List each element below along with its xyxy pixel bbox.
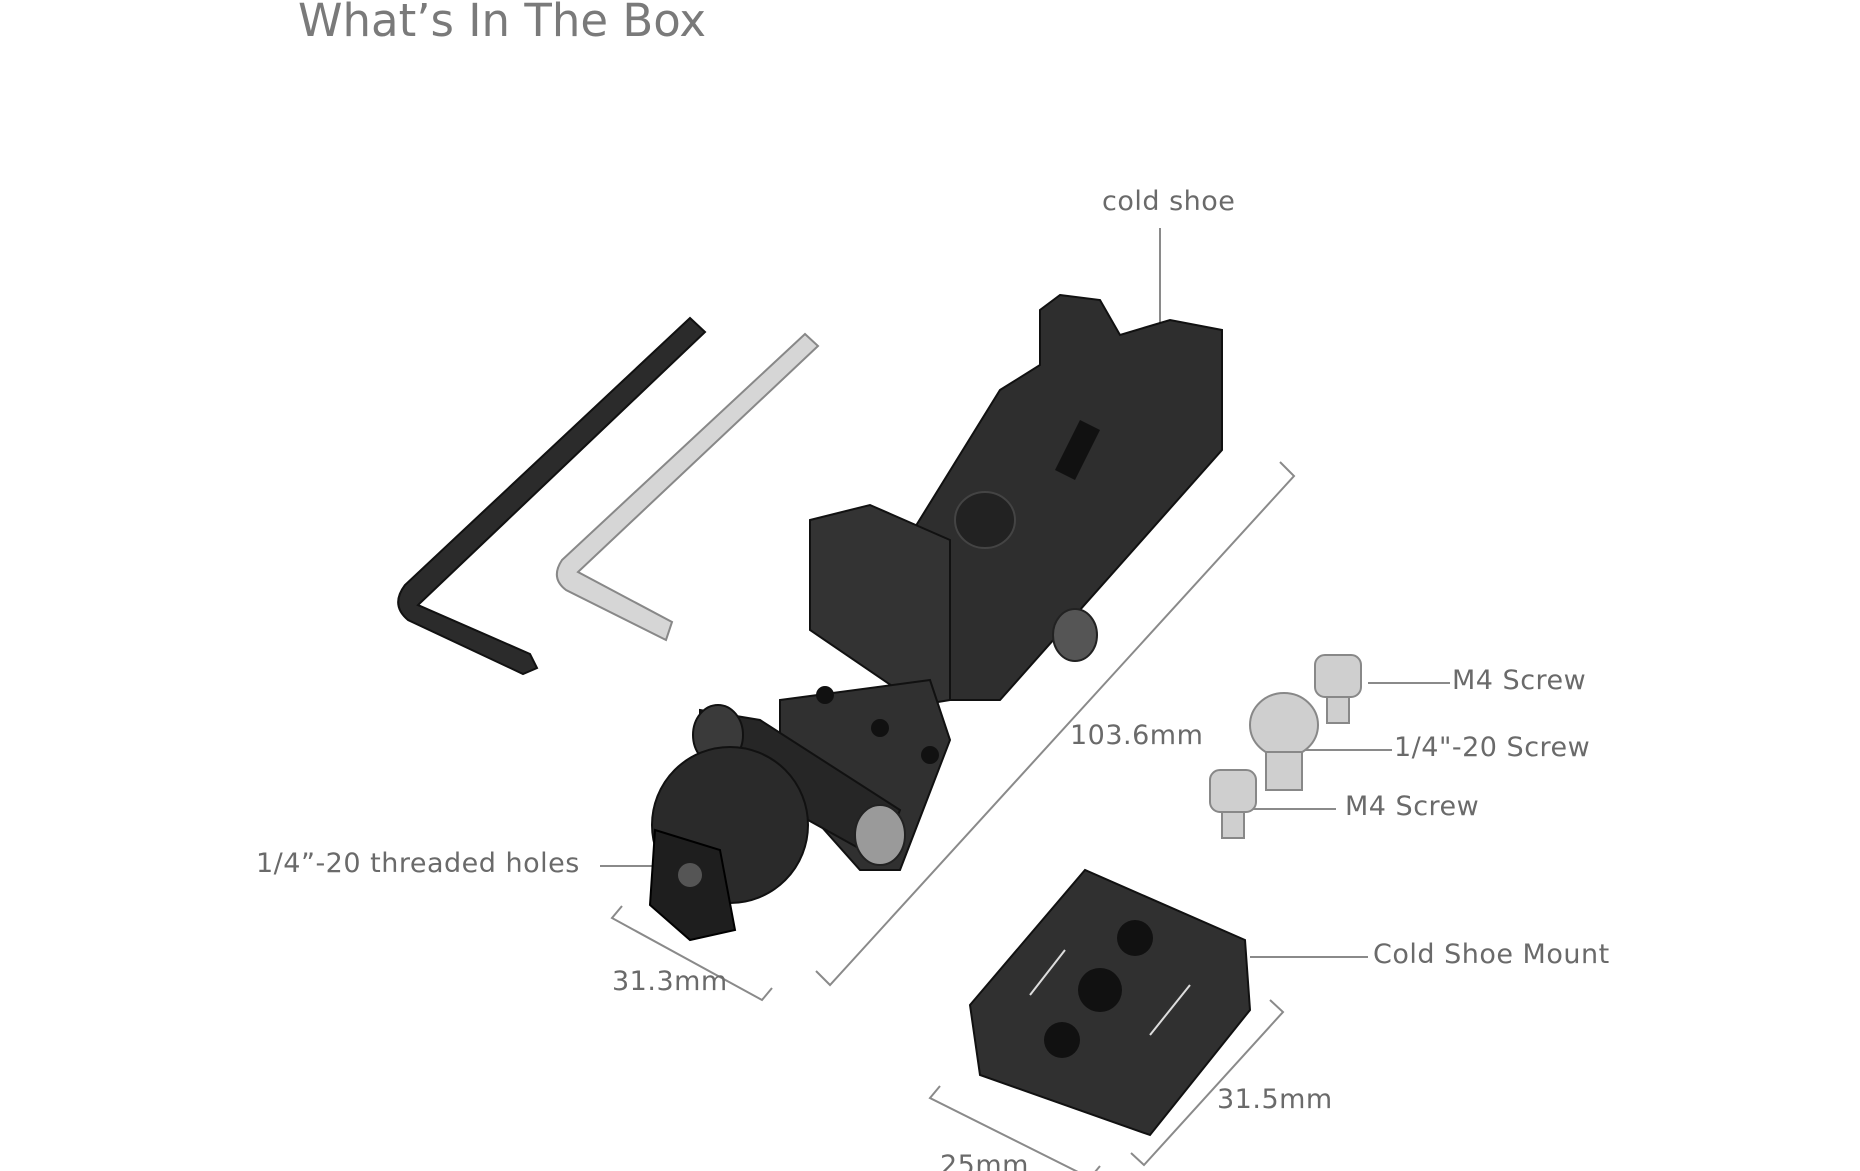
cold-shoe-label: cold shoe bbox=[1102, 186, 1236, 217]
leader-lines bbox=[600, 228, 1450, 1171]
mount-depth-dimension-line bbox=[1130, 999, 1285, 1167]
m4-screw-top bbox=[1314, 654, 1362, 724]
quarter-20-screw bbox=[1249, 692, 1319, 791]
silver-hex-key bbox=[555, 332, 820, 642]
m4-screw-bottom-label: M4 Screw bbox=[1345, 791, 1480, 822]
width-dimension-line bbox=[610, 905, 773, 1002]
mount-width-dimension-line bbox=[928, 1085, 1101, 1171]
mount-width-label: 25mm bbox=[940, 1150, 1029, 1171]
cold-shoe-mount-label: Cold Shoe Mount bbox=[1373, 939, 1610, 970]
threaded-holes-label: 1/4”-20 threaded holes bbox=[256, 848, 580, 879]
cold-shoe-mount bbox=[968, 868, 1252, 1137]
length-dimension-line bbox=[815, 461, 1296, 987]
main-bracket bbox=[648, 293, 1223, 942]
m4-screw-bottom bbox=[1209, 769, 1257, 839]
black-hex-key bbox=[397, 316, 707, 676]
length-dimension-label: 103.6mm bbox=[1070, 720, 1204, 751]
page-title: What’s In The Box bbox=[298, 0, 707, 47]
m4-screw-top-label: M4 Screw bbox=[1452, 665, 1587, 696]
quarter-20-screw-label: 1/4"-20 Screw bbox=[1394, 732, 1591, 763]
width-dimension-label: 31.3mm bbox=[612, 966, 728, 997]
mount-depth-label: 31.5mm bbox=[1217, 1084, 1333, 1115]
screws bbox=[1209, 654, 1362, 839]
